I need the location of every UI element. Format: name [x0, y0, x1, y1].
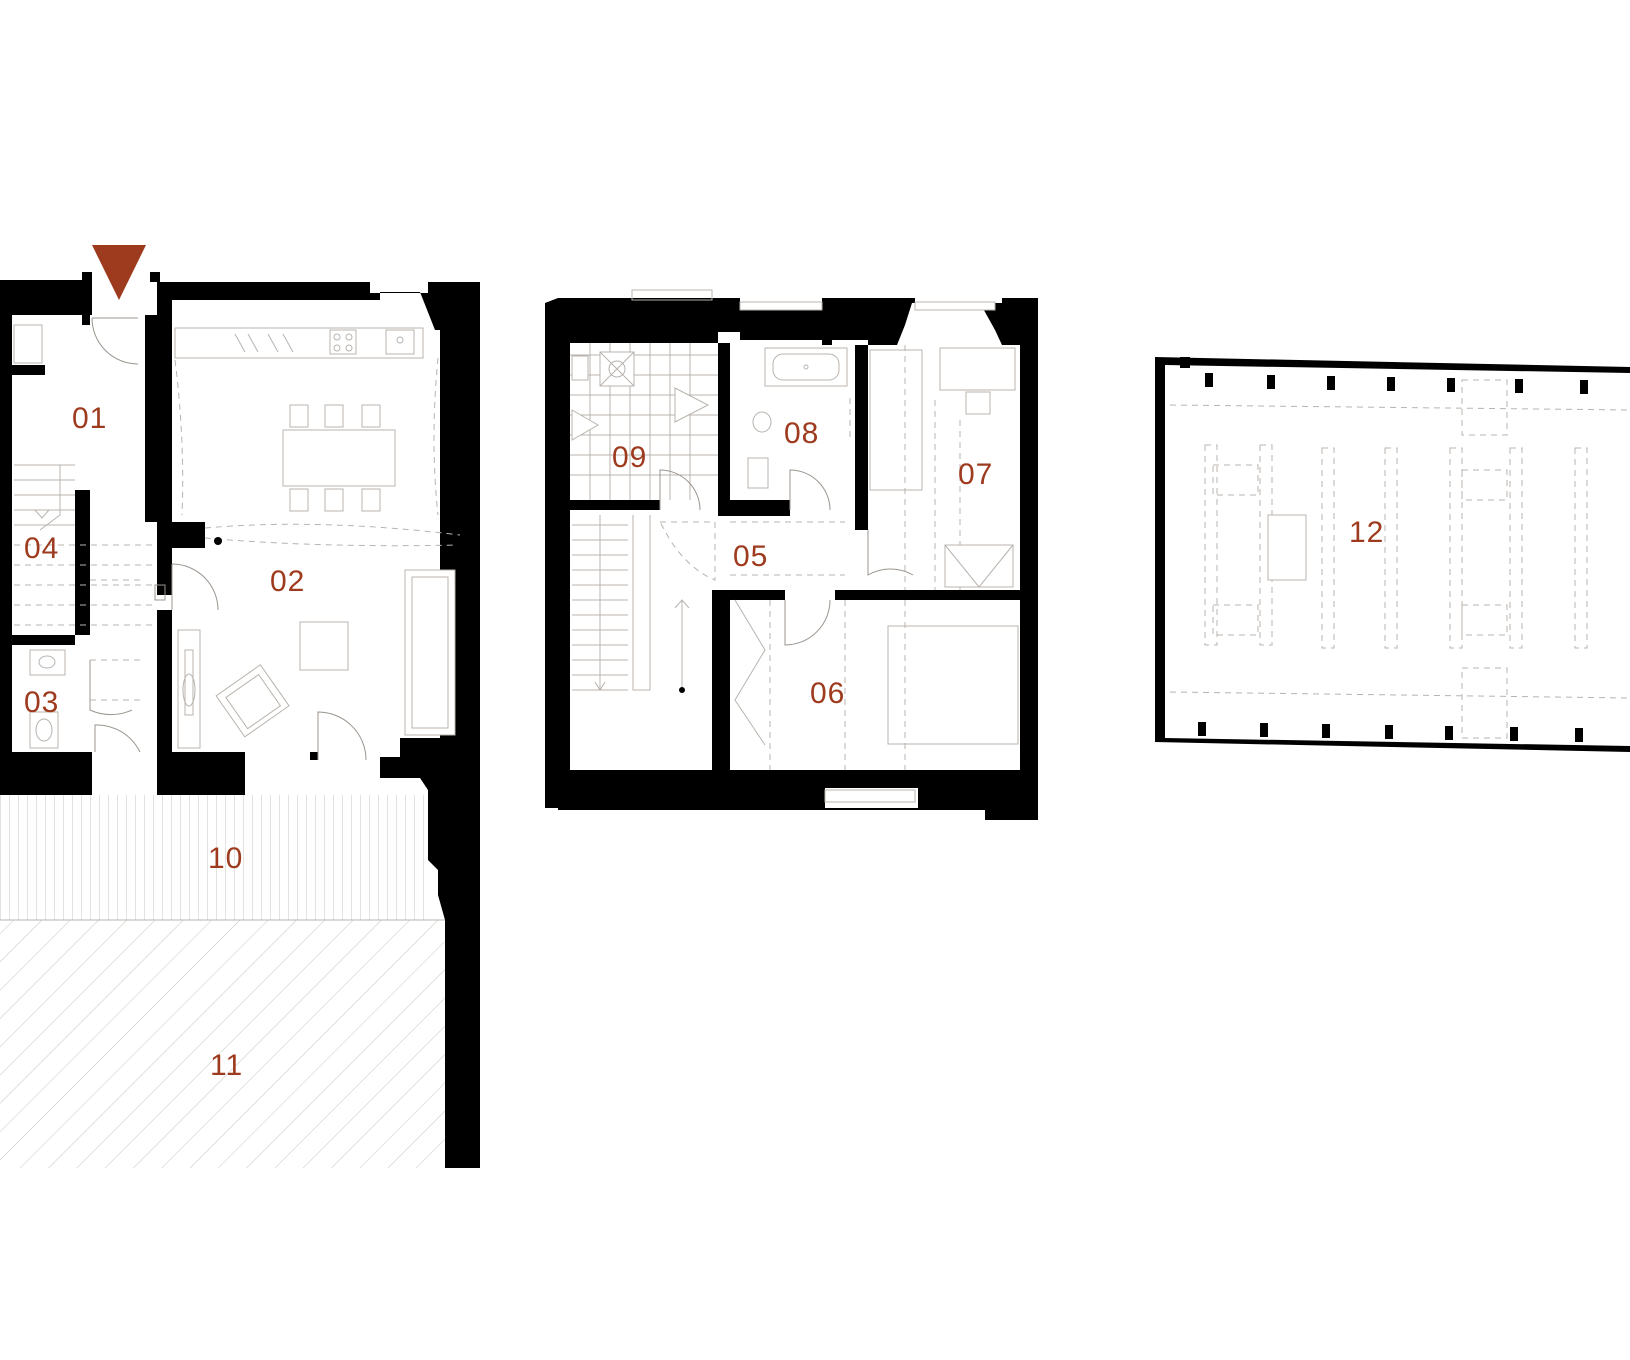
room-label-02: 02 — [270, 565, 305, 598]
ground-floor-walls — [0, 272, 480, 1168]
upper-floor-plan: 05 06 07 08 09 — [545, 289, 1038, 820]
attic-rafters-top — [1205, 373, 1588, 394]
garden-area — [0, 920, 445, 1168]
kitchen-counter — [174, 327, 424, 359]
entrance-arrow-icon — [92, 245, 146, 300]
upper-floor-doors — [659, 469, 914, 646]
bedroom-07-furniture — [869, 345, 1016, 590]
stair-04 — [14, 464, 155, 701]
room-label-10: 10 — [208, 842, 243, 875]
bathroom-08-fixtures — [747, 347, 851, 489]
room-label-01: 01 — [72, 402, 107, 435]
upper-stair — [572, 515, 690, 693]
room-label-05: 05 — [733, 540, 768, 573]
bedroom-06-furniture — [734, 599, 1019, 770]
living-furniture — [177, 569, 456, 749]
room-label-08: 08 — [784, 417, 819, 450]
attic-furniture-outlines — [1204, 379, 1588, 739]
room-label-07: 07 — [958, 458, 993, 491]
room-label-06: 06 — [810, 677, 845, 710]
dining-table — [282, 404, 396, 512]
room-label-04: 04 — [24, 532, 59, 565]
room-label-09: 09 — [612, 441, 647, 474]
attic-plan: 12 — [1155, 357, 1630, 752]
upper-floor-walls — [545, 298, 1038, 820]
room-label-03: 03 — [24, 686, 59, 719]
room-label-12: 12 — [1349, 516, 1384, 549]
attic-rafters-bottom — [1198, 722, 1583, 742]
wc-03-fixtures — [29, 649, 66, 749]
room-label-11: 11 — [210, 1049, 243, 1082]
terrace-area — [0, 795, 430, 920]
ground-floor-doors — [89, 317, 367, 761]
ground-floor-plan: 01 02 03 04 10 11 — [0, 245, 480, 1168]
bathroom-09-tiles — [570, 343, 718, 500]
